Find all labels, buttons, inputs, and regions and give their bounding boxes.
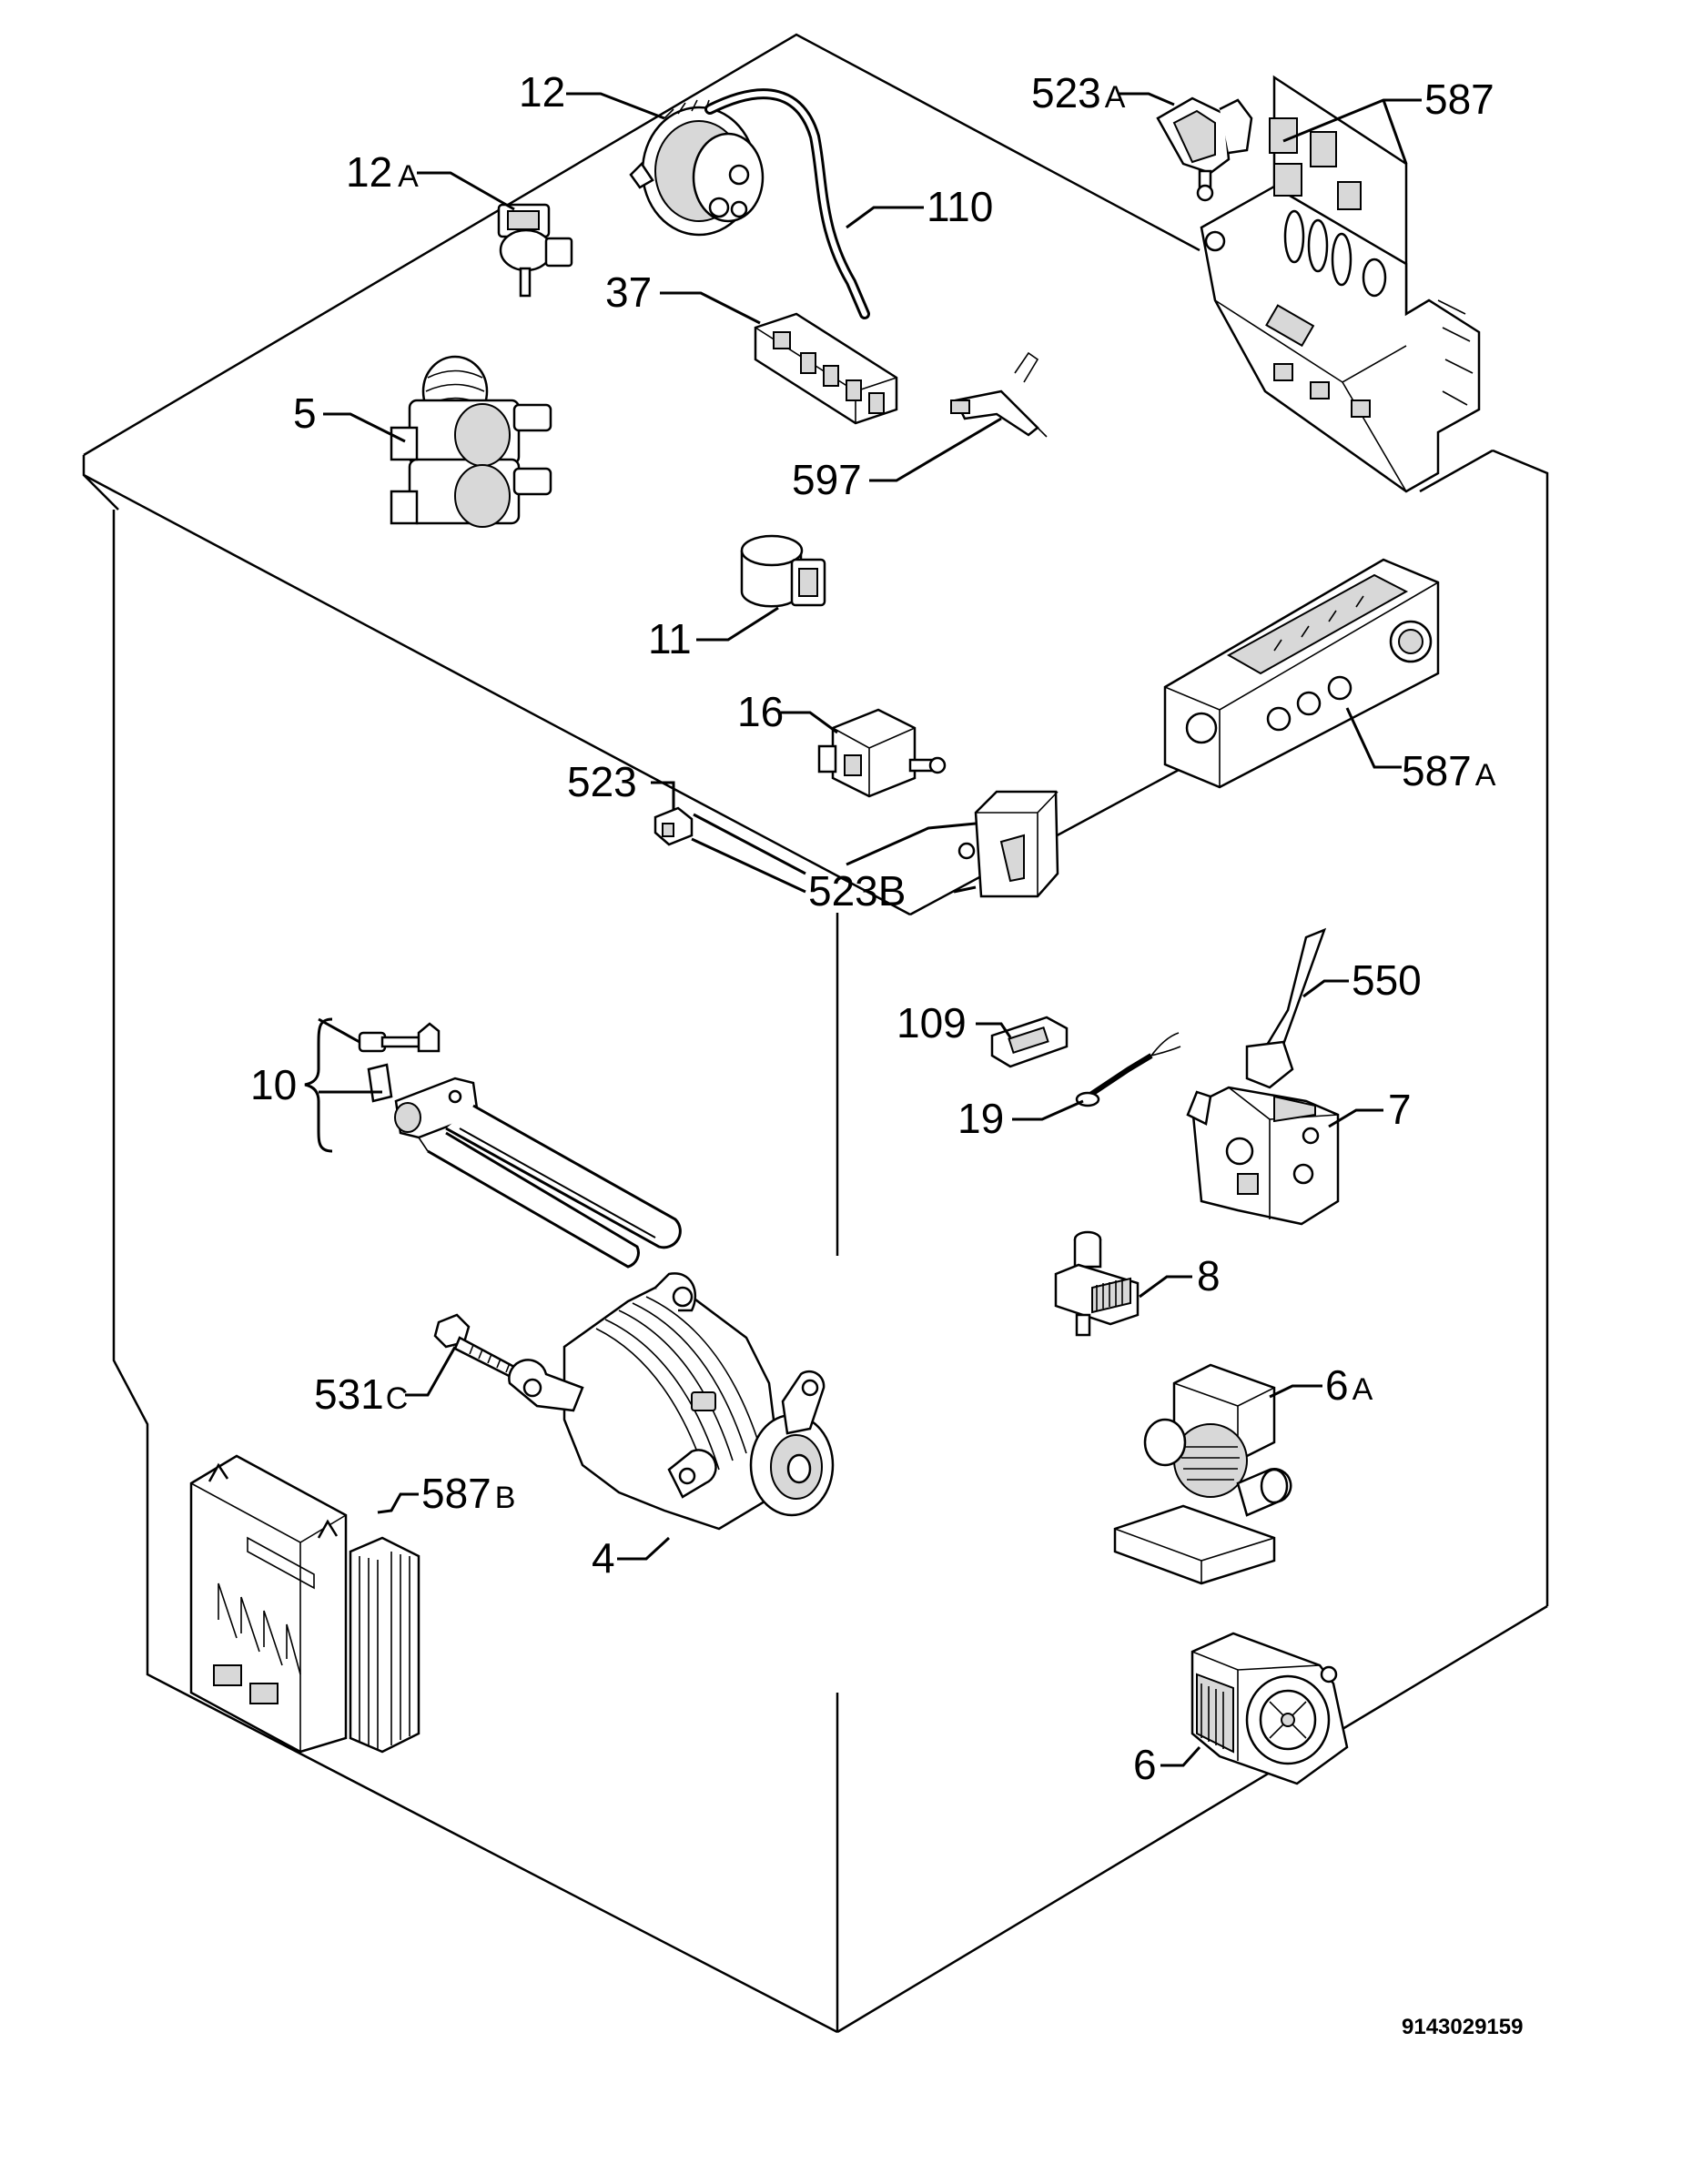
label-531c: 531C <box>314 1370 408 1418</box>
part-523-clip <box>653 806 694 846</box>
label-523b: 523B <box>808 867 906 915</box>
label-10: 10 <box>250 1061 297 1108</box>
label-11: 11 <box>648 615 692 662</box>
part-5-inlet-valve <box>390 355 552 528</box>
part-7-lock-assembly <box>1186 1086 1340 1226</box>
part-587a-control-module <box>1163 558 1440 789</box>
part-523b-cover <box>957 790 1059 898</box>
document-number: 9143029159 <box>1402 2015 1523 2039</box>
label-523: 523 <box>567 758 637 805</box>
part-597-clip <box>950 351 1048 438</box>
part-550-lever <box>1245 927 1327 1089</box>
label-6: 6 <box>1133 1741 1157 1788</box>
part-11-capacitor <box>740 534 826 608</box>
part-110-hose <box>704 88 870 319</box>
part-4-motor <box>508 1272 835 1531</box>
label-109: 109 <box>897 999 967 1046</box>
label-7: 7 <box>1388 1086 1412 1133</box>
label-587: 587 <box>1424 76 1494 123</box>
part-12-pressure-switch <box>629 99 765 237</box>
label-12: 12 <box>519 68 565 116</box>
leader-lines <box>318 92 1422 1767</box>
part-6-pump-motor <box>1190 1632 1349 1785</box>
label-550: 550 <box>1352 956 1422 1004</box>
part-6a-drain-pump <box>1113 1363 1292 1585</box>
part-37-terminal-block <box>754 312 898 425</box>
part-8-level-sensor <box>1054 1230 1140 1337</box>
label-5: 5 <box>293 389 317 437</box>
label-4: 4 <box>592 1534 615 1582</box>
label-16: 16 <box>737 688 784 735</box>
part-109-bracket <box>990 1016 1069 1068</box>
part-10-heating-element <box>358 1022 682 1269</box>
label-37: 37 <box>605 268 652 316</box>
part-12a-pressure-switch <box>497 203 573 298</box>
part-10-brace <box>304 1017 333 1153</box>
part-587-electronic-board <box>1200 75 1481 493</box>
label-597: 597 <box>792 456 862 503</box>
part-587b-power-module <box>189 1454 420 1754</box>
label-8: 8 <box>1197 1252 1221 1299</box>
part-16-door-lock <box>817 708 947 798</box>
part-523a-connector <box>1156 96 1253 202</box>
label-110: 110 <box>927 183 993 230</box>
label-19: 19 <box>957 1095 1004 1142</box>
part-19-sensor <box>1075 1032 1181 1107</box>
